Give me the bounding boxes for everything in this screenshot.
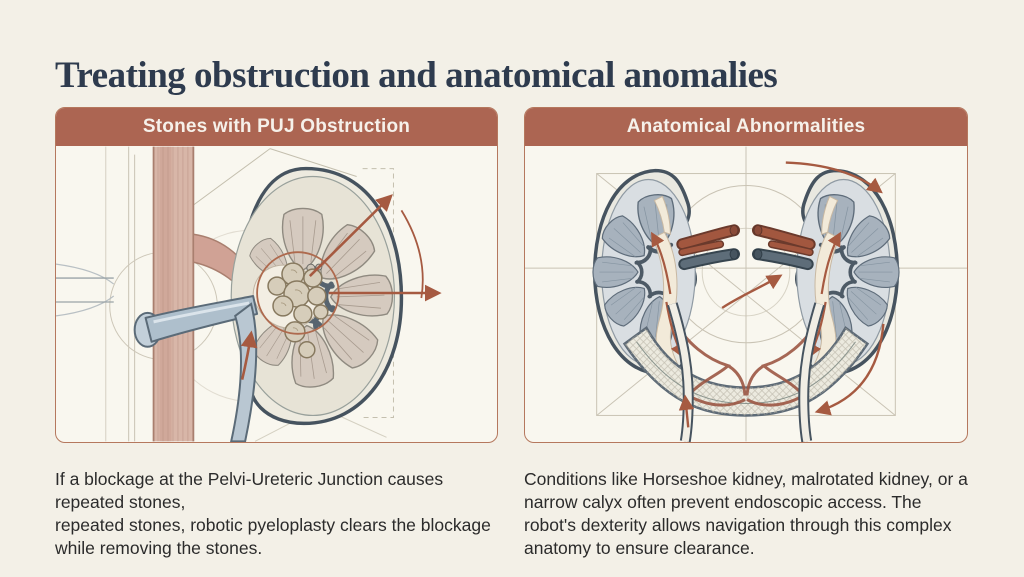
direction-arrows	[240, 194, 442, 380]
renal-vessel-pink	[152, 146, 254, 442]
isthmus-vessel-branches	[671, 317, 821, 407]
panel-anatomical-abnormalities: Anatomical Abnormalities	[524, 107, 968, 443]
panel-header-puj: Stones with PUJ Obstruction	[56, 108, 497, 146]
panel-body-puj	[56, 146, 497, 442]
caption-anatomical: Conditions like Horseshoe kidney, malrot…	[524, 468, 968, 558]
horseshoe-kidney-illustration	[525, 146, 967, 442]
panel-puj-obstruction: Stones with PUJ Obstruction	[55, 107, 498, 443]
captions-row: If a blockage at the Pelvi-Ureteric Junc…	[55, 450, 968, 577]
caption-puj: If a blockage at the Pelvi-Ureteric Junc…	[55, 468, 491, 558]
left-kidney	[593, 171, 738, 374]
panel-body-anatomical	[525, 146, 967, 442]
puj-obstruction-illustration	[56, 146, 442, 442]
page-title: Treating obstruction and anatomical anom…	[55, 54, 778, 96]
navigation-arrows	[678, 161, 885, 428]
panels-row: Stones with PUJ Obstruction	[55, 107, 968, 443]
stone-cluster	[267, 262, 329, 359]
right-kidney	[754, 171, 899, 374]
panel-header-anatomical: Anatomical Abnormalities	[525, 108, 967, 146]
